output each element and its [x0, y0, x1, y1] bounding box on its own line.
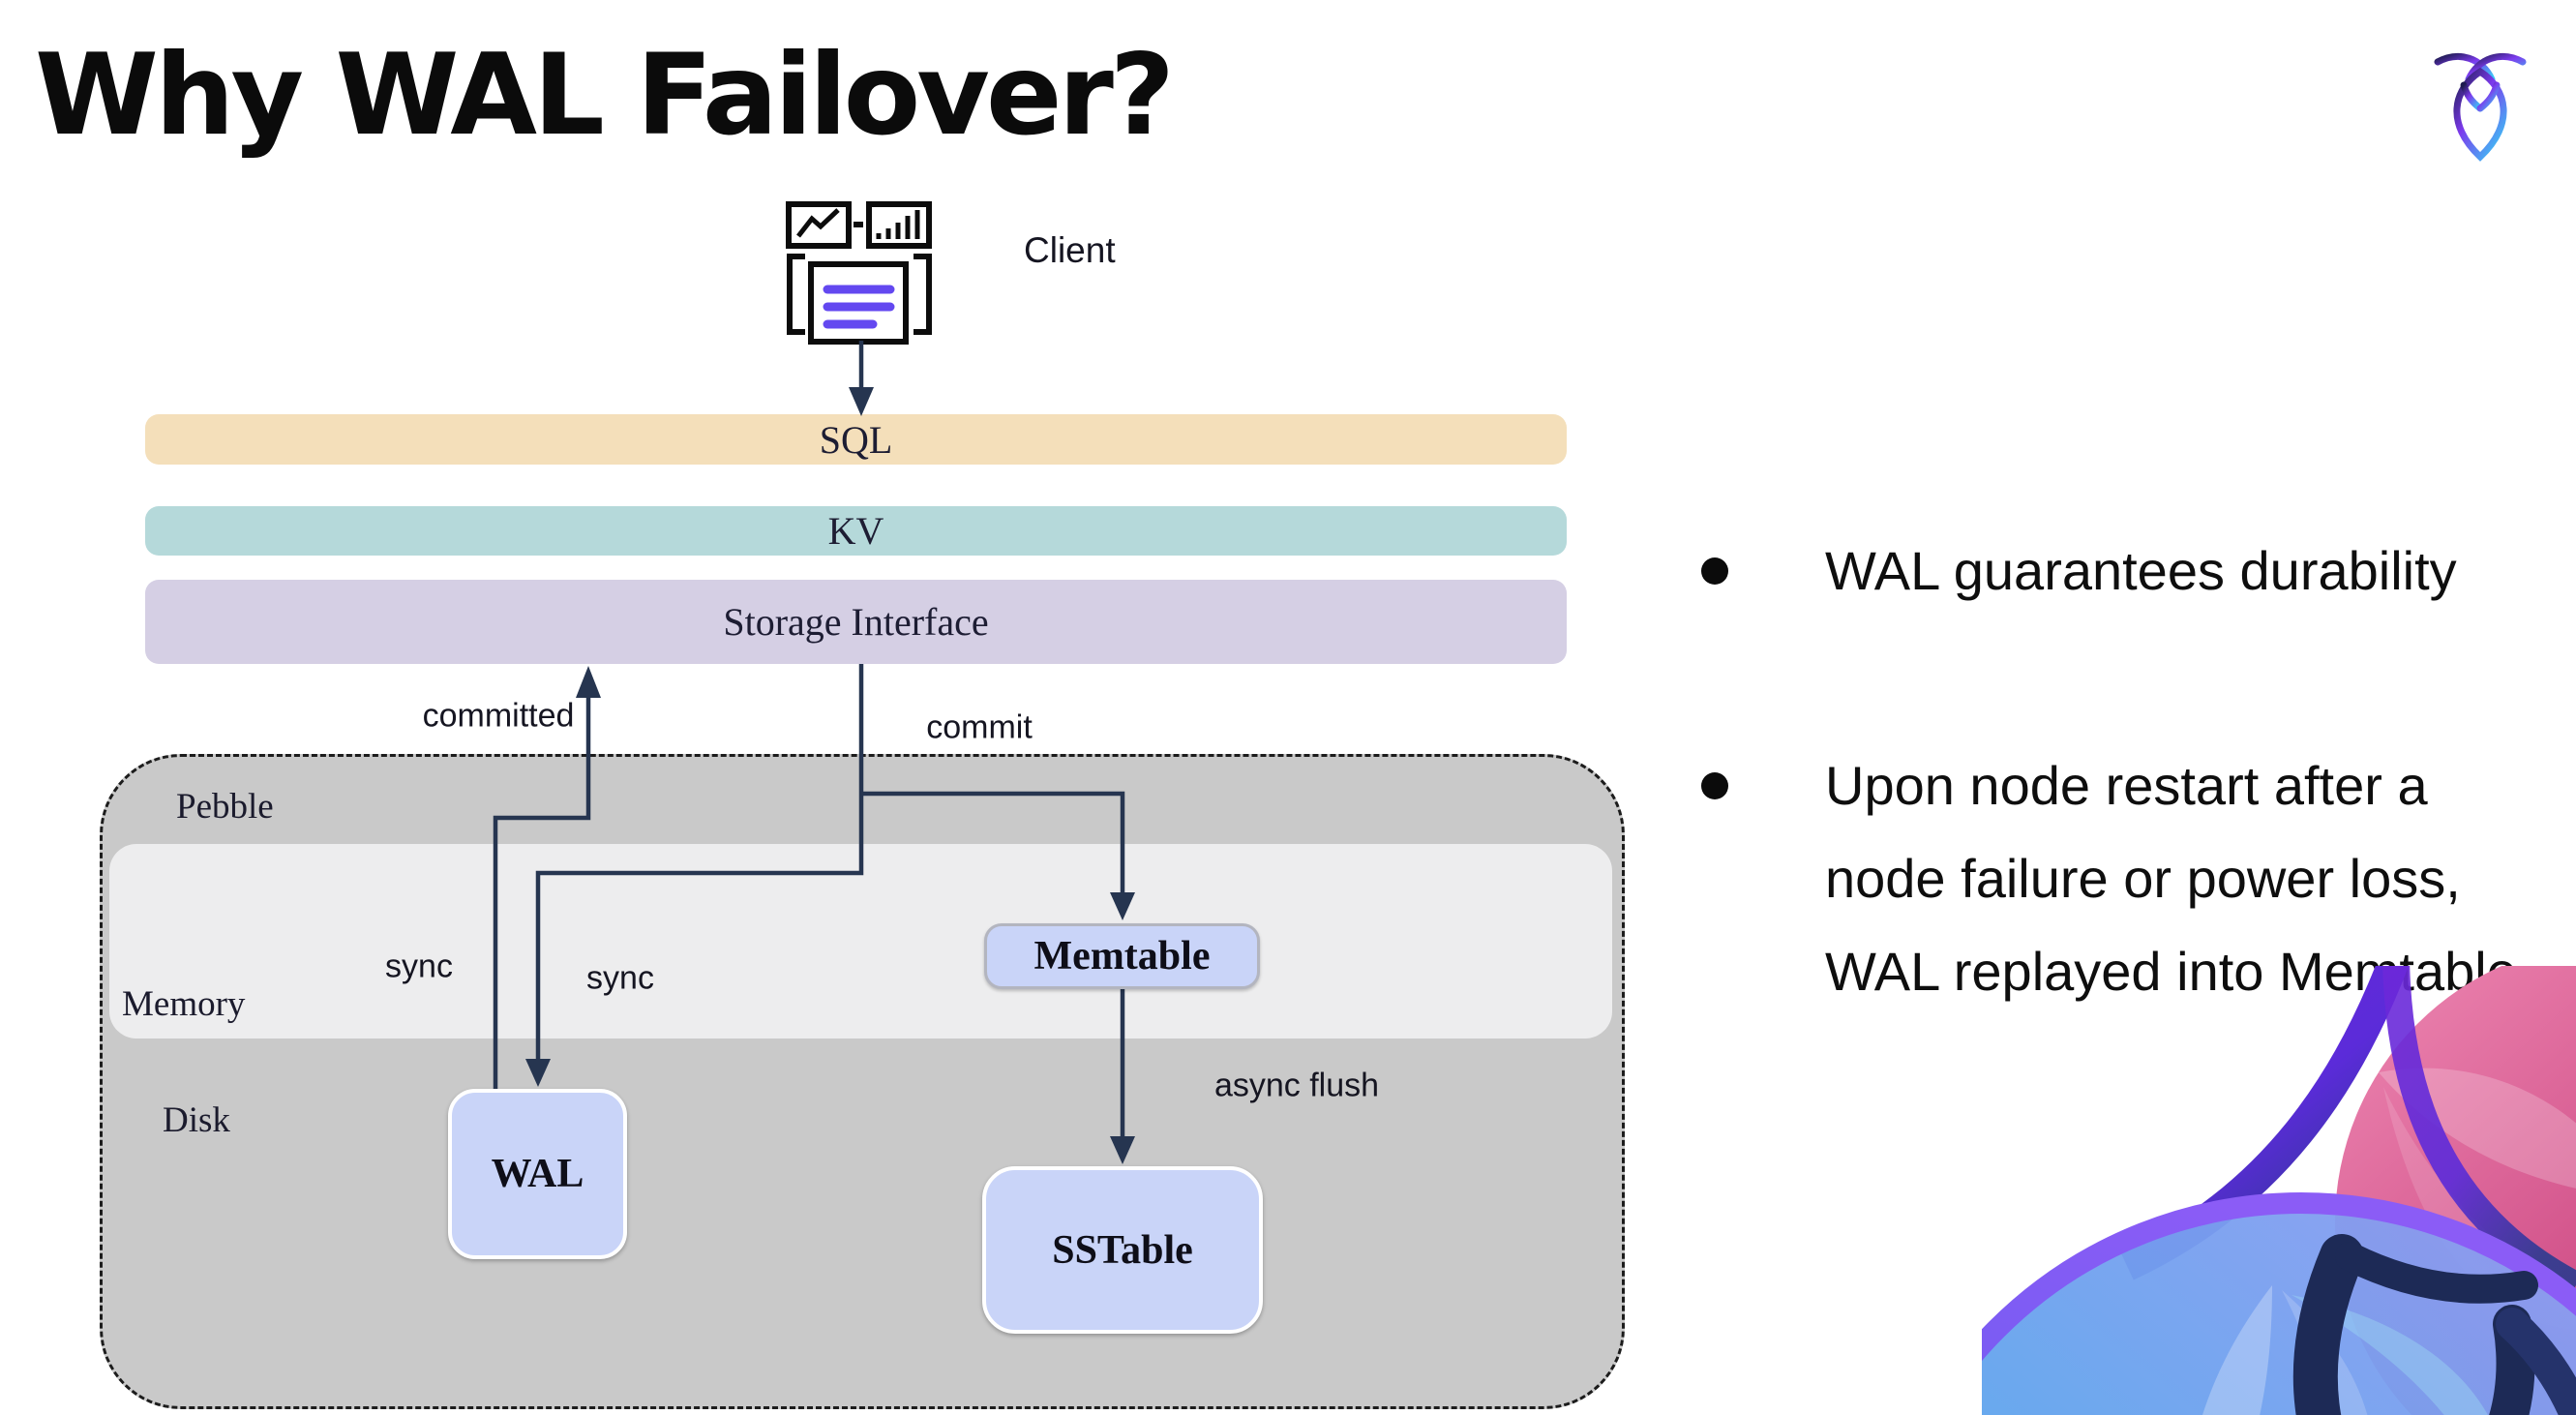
pebble-label: Pebble [176, 787, 274, 827]
memory-region-label: Memory [122, 984, 246, 1024]
sync-right-edge-label: sync [586, 959, 654, 997]
wal-node: WAL [448, 1089, 627, 1259]
bullet-dot [1701, 772, 1728, 799]
layer-bar-sql: SQL [145, 414, 1567, 465]
sstable-node-label: SSTable [1052, 1227, 1193, 1273]
layer-bar-storage-interface: Storage Interface [145, 580, 1567, 664]
layer-bar-storage-label: Storage Interface [723, 600, 989, 644]
bullet-line: node failure or power loss, [1825, 848, 2461, 909]
layer-bar-kv-label: KV [827, 509, 884, 553]
disk-region-label: Disk [163, 1100, 230, 1140]
committed-edge-label: committed [422, 697, 575, 735]
bullet-line: Upon node restart after a [1825, 755, 2428, 816]
bullet-item: Upon node restart after a node failure o… [1825, 739, 2517, 1018]
cockroach-brand-art-icon [1982, 966, 2576, 1415]
async-flush-edge-label: async flush [1213, 1067, 1380, 1104]
memory-region [109, 844, 1612, 1039]
bullet-line: WAL guarantees durability [1825, 540, 2457, 601]
layer-bar-sql-label: SQL [819, 417, 893, 462]
memtable-node-label: Memtable [1033, 934, 1211, 978]
commit-edge-label: commit [926, 708, 1033, 746]
client-label: Client [1024, 230, 1116, 270]
layer-bar-kv: KV [145, 506, 1567, 556]
slide-title: Why WAL Failover? [35, 30, 1175, 161]
bullet-dot [1701, 557, 1728, 585]
sync-left-edge-label: sync [385, 948, 453, 985]
wal-node-label: WAL [491, 1152, 584, 1196]
memtable-node: Memtable [984, 923, 1260, 989]
bullet-item: WAL guarantees durability [1825, 525, 2457, 617]
cockroachdb-logo-icon [2434, 52, 2527, 162]
sstable-node: SSTable [982, 1166, 1263, 1334]
client-app-monitors-icon [786, 201, 932, 345]
